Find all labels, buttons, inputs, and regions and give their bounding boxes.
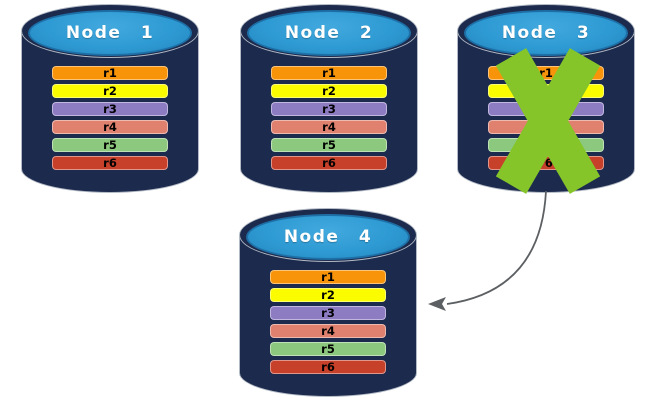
replica-bar-r1: r1 bbox=[270, 270, 386, 284]
replica-label: r5 bbox=[322, 138, 336, 152]
node-label: Node 3 bbox=[501, 23, 591, 43]
replica-bar-r6: r6 bbox=[52, 156, 168, 170]
replica-bar-r4: r4 bbox=[488, 120, 604, 134]
replica-list: r1 r2 r3 r4 r5 r6 bbox=[270, 270, 386, 378]
replica-label: r6 bbox=[321, 360, 335, 374]
replica-label: r6 bbox=[103, 156, 117, 170]
replica-bar-r5: r5 bbox=[488, 138, 604, 152]
replica-bar-r4: r4 bbox=[270, 324, 386, 338]
replica-label: r1 bbox=[103, 66, 117, 80]
replica-list: r1 r2 r3 r4 r5 r6 bbox=[52, 66, 168, 174]
node-label: Node 1 bbox=[65, 23, 155, 43]
replica-label: r3 bbox=[321, 306, 335, 320]
cylinder-top: Node 3 bbox=[464, 10, 628, 56]
replica-label: r3 bbox=[539, 102, 553, 116]
replica-label: r1 bbox=[322, 66, 336, 80]
replica-bar-r6: r6 bbox=[270, 360, 386, 374]
replica-bar-r5: r5 bbox=[271, 138, 387, 152]
node-label: Node 4 bbox=[283, 227, 373, 247]
replica-bar-r3: r3 bbox=[52, 102, 168, 116]
arrow-curve bbox=[446, 190, 547, 305]
cylinder-top-rim: Node 1 bbox=[21, 4, 199, 58]
replica-bar-r1: r1 bbox=[488, 66, 604, 80]
replica-label: r4 bbox=[321, 324, 335, 338]
replica-label: r4 bbox=[103, 120, 117, 134]
replica-bar-r1: r1 bbox=[52, 66, 168, 80]
replica-label: r2 bbox=[103, 84, 117, 98]
node-2-cylinder: r1 r2 r3 r4 r5 r6 Node 2 bbox=[240, 4, 418, 193]
replica-label: r4 bbox=[322, 120, 336, 134]
replica-label: r2 bbox=[539, 84, 553, 98]
cylinder-top-rim: Node 4 bbox=[239, 208, 417, 262]
replica-list: r1 r2 r3 r4 r5 r6 bbox=[271, 66, 387, 174]
replica-bar-r4: r4 bbox=[52, 120, 168, 134]
cylinder-top-rim: Node 3 bbox=[457, 4, 635, 58]
replica-bar-r5: r5 bbox=[52, 138, 168, 152]
replica-label: r6 bbox=[322, 156, 336, 170]
replica-bar-r2: r2 bbox=[52, 84, 168, 98]
cylinder-top: Node 4 bbox=[246, 214, 410, 260]
replica-bar-r4: r4 bbox=[271, 120, 387, 134]
node-3-cylinder: r1 r2 r3 r4 r5 r6 Node 3 bbox=[457, 4, 635, 194]
replica-bar-r3: r3 bbox=[271, 102, 387, 116]
cylinder-top: Node 2 bbox=[247, 10, 411, 56]
replica-label: r1 bbox=[539, 66, 553, 80]
node-4-cylinder: r1 r2 r3 r4 r5 r6 Node 4 bbox=[239, 208, 417, 397]
replica-bar-r2: r2 bbox=[488, 84, 604, 98]
replica-bar-r6: r6 bbox=[488, 156, 604, 170]
replica-list: r1 r2 r3 r4 r5 r6 bbox=[488, 66, 604, 174]
replica-bar-r3: r3 bbox=[270, 306, 386, 320]
replica-label: r1 bbox=[321, 270, 335, 284]
cylinder-top: Node 1 bbox=[28, 10, 192, 56]
replica-label: r2 bbox=[322, 84, 336, 98]
replica-bar-r3: r3 bbox=[488, 102, 604, 116]
arrow-head bbox=[428, 297, 446, 311]
replica-label: r3 bbox=[103, 102, 117, 116]
replica-bar-r2: r2 bbox=[271, 84, 387, 98]
node-label: Node 2 bbox=[284, 23, 374, 43]
replica-label: r5 bbox=[539, 138, 553, 152]
replica-label: r5 bbox=[321, 342, 335, 356]
replica-label: r6 bbox=[539, 156, 553, 170]
replica-label: r3 bbox=[322, 102, 336, 116]
replica-bar-r5: r5 bbox=[270, 342, 386, 356]
replica-bar-r1: r1 bbox=[271, 66, 387, 80]
cylinder-top-rim: Node 2 bbox=[240, 4, 418, 58]
replica-label: r2 bbox=[321, 288, 335, 302]
node-1-cylinder: r1 r2 r3 r4 r5 r6 Node 1 bbox=[21, 4, 199, 193]
replica-label: r4 bbox=[539, 120, 553, 134]
replica-label: r5 bbox=[103, 138, 117, 152]
replica-bar-r6: r6 bbox=[271, 156, 387, 170]
replica-bar-r2: r2 bbox=[270, 288, 386, 302]
